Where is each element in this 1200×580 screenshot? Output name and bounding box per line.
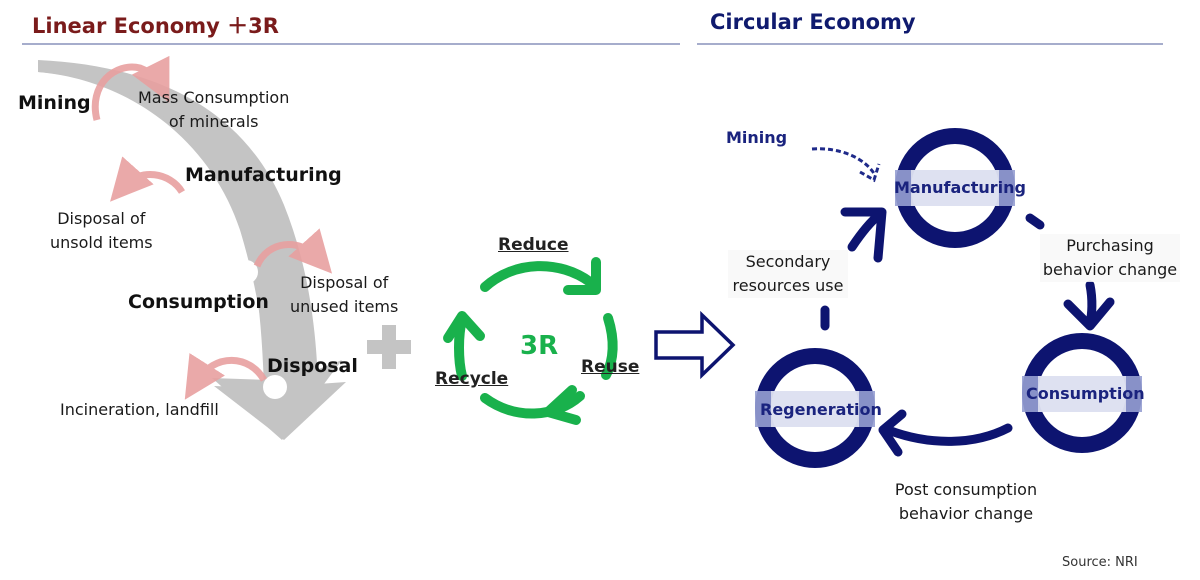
transition-post-consumption-line1: Post consumption: [894, 480, 1038, 499]
green-arrowhead-recycle: [443, 311, 485, 343]
node-label-consumption: Consumption: [1026, 384, 1145, 403]
transition-label-secondary: Secondary resources use: [728, 250, 848, 298]
node-ring-manufacturing: [895, 128, 1015, 248]
linear-economy-title: Linear Economy ＋3R: [32, 14, 279, 38]
stage-label-consumption: Consumption: [128, 291, 269, 313]
side-effect-consumption-line1: Disposal of: [300, 273, 389, 292]
node-ring-consumption: [1022, 333, 1142, 453]
side-effect-manufacturing: Disposal of unsold items: [50, 207, 153, 255]
source-note: Source: NRI: [1062, 555, 1138, 570]
pink-arrow-mining: [91, 55, 170, 121]
side-effect-disposal: Incineration, landfill: [60, 400, 219, 419]
side-effect-mining: Mass Consumption of minerals: [138, 86, 289, 134]
side-effect-mining-line1: Mass Consumption: [138, 88, 290, 107]
transition-purchasing-line1: Purchasing: [1066, 236, 1154, 255]
stage-label-mining: Mining: [18, 92, 91, 114]
three-r-reduce: Reduce: [498, 235, 569, 255]
side-effect-consumption: Disposal of unused items: [290, 271, 398, 319]
node-ring-regeneration: [755, 348, 875, 468]
side-effect-manufacturing-line1: Disposal of: [57, 209, 146, 228]
side-effect-consumption-line2: unused items: [290, 297, 399, 316]
stage-dot-manufacturing: [188, 189, 212, 213]
pink-arrow-manufacturing: [110, 156, 185, 202]
transition-label-purchasing: Purchasing behavior change: [1040, 234, 1180, 282]
three-r-recycle: Recycle: [435, 369, 509, 389]
node-label-regeneration: Regeneration: [760, 400, 882, 419]
circular-title-rule: [697, 43, 1163, 45]
arc-manufacturing-to-consumption-start: [1025, 213, 1045, 230]
side-effect-mining-line2: of minerals: [168, 112, 259, 131]
stage-dot-disposal: [263, 375, 287, 399]
green-arrowhead-reduce: [563, 257, 601, 295]
green-arc-reduce: [480, 261, 595, 292]
green-arc-reuse: [601, 313, 618, 380]
transition-post-consumption-line2: behavior change: [898, 504, 1034, 523]
transition-purchasing-line2: behavior change: [1042, 260, 1178, 279]
stage-dot-mining: [77, 116, 101, 140]
green-arc-bottom: [480, 391, 585, 419]
transition-secondary-line1: Secondary: [745, 252, 831, 271]
transition-label-post-consumption: Post consumption behavior change: [888, 478, 1044, 526]
arc-consumption-to-regeneration: [883, 423, 1013, 446]
three-r-cycle-arrows: [443, 257, 618, 425]
plus-symbol-icon: [367, 325, 411, 369]
arc-manufacturing-to-consumption: [1085, 280, 1097, 327]
linear-title-rule: [22, 43, 680, 45]
circular-economy-title: Circular Economy: [710, 10, 916, 34]
arrowhead-manufacturing: [840, 207, 887, 263]
pink-arrow-disposal: [184, 353, 268, 400]
mining-input-dashed-arrow: [811, 147, 881, 183]
stage-label-manufacturing: Manufacturing: [185, 164, 342, 186]
node-label-manufacturing: Manufacturing: [894, 178, 1026, 197]
three-r-reuse: Reuse: [581, 357, 640, 377]
green-arrowhead-reuse: [543, 385, 581, 425]
arrowhead-consumption: [1063, 297, 1115, 331]
transition-secondary-line2: resources use: [732, 276, 844, 295]
stage-dot-consumption: [234, 260, 258, 284]
side-effect-manufacturing-line2: unsold items: [50, 233, 153, 252]
stage-label-disposal: Disposal: [267, 355, 358, 377]
arrowhead-regeneration: [878, 409, 907, 457]
three-r-center-label: 3R: [520, 331, 559, 361]
pink-arrow-consumption: [253, 228, 333, 274]
circular-flow-arrows: [820, 207, 1115, 457]
transition-arrow-icon: [654, 310, 736, 380]
circular-input-mining: Mining: [726, 128, 788, 147]
